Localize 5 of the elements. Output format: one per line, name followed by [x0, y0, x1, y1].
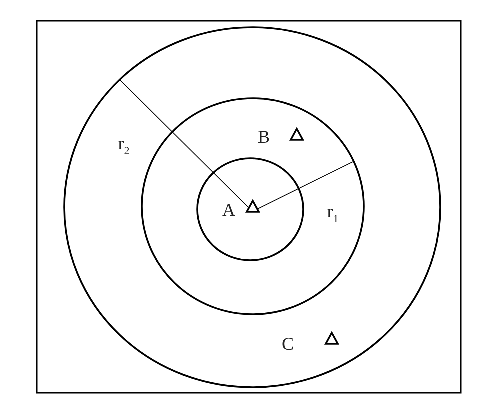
point-label: C	[282, 335, 294, 353]
point-label: r$_{1}$	[327, 202, 339, 226]
point-label: B	[258, 128, 270, 146]
point-label: A	[222, 201, 236, 219]
point-label: r$_{2}$	[118, 134, 130, 158]
